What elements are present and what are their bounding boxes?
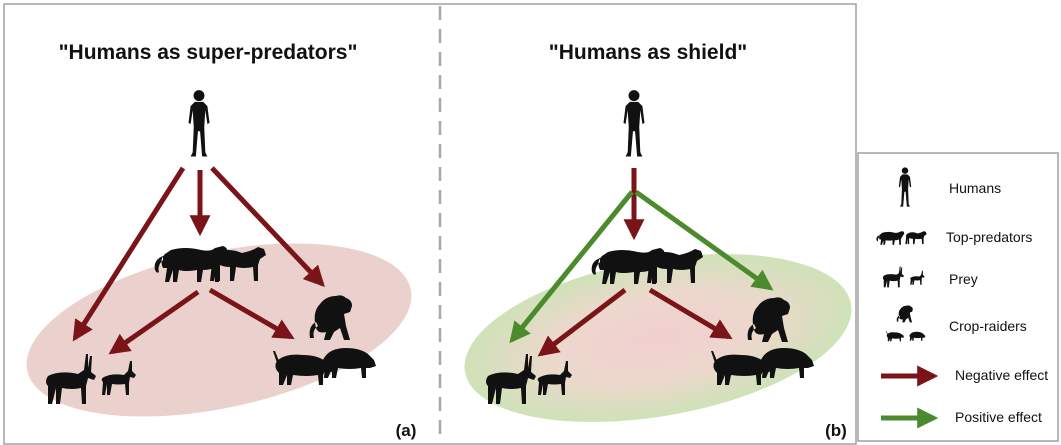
human-silhouette-icon: [623, 90, 645, 157]
negative-arrow-humans-to-prey: [72, 166, 186, 342]
legend-humans-label: Humans: [949, 180, 1001, 196]
panel-a-title: "Humans as super-predators": [59, 41, 358, 64]
legend-crop-raiders-label: Crop-raiders: [949, 318, 1027, 334]
panels-frame: [3, 3, 857, 445]
legend-negative-effect-label: Negative effect: [955, 367, 1048, 383]
negative-arrow-humans-to-crop-raiders: [210, 166, 325, 288]
positive-arrow-humans-to-crop-raiders: [634, 189, 774, 291]
negative-arrow-predators-to-prey: [108, 289, 200, 355]
legend: Humans Top-predators Prey Crop-raiders N…: [876, 167, 1048, 429]
legend-top-predators-label: Top-predators: [946, 229, 1032, 245]
panel-a-label: (a): [396, 421, 417, 440]
negative-arrow-predators-to-prey: [537, 288, 627, 357]
panel-b: "Humans as shield" (b): [464, 41, 852, 440]
negative-arrow-predators-to-crop-raiders: [208, 287, 295, 340]
panel-b-title: "Humans as shield": [549, 41, 747, 64]
legend-box: [857, 152, 1059, 442]
panel-a: "Humans as super-predators" (a): [26, 41, 417, 440]
legend-prey-label: Prey: [949, 271, 978, 287]
negative-arrow-predators-to-crop-raiders: [648, 287, 733, 340]
human-silhouette-icon: [188, 90, 210, 157]
legend-positive-effect-label: Positive effect: [955, 409, 1042, 425]
panel-b-label: (b): [825, 421, 847, 440]
positive-arrow-humans-to-prey: [509, 190, 634, 344]
